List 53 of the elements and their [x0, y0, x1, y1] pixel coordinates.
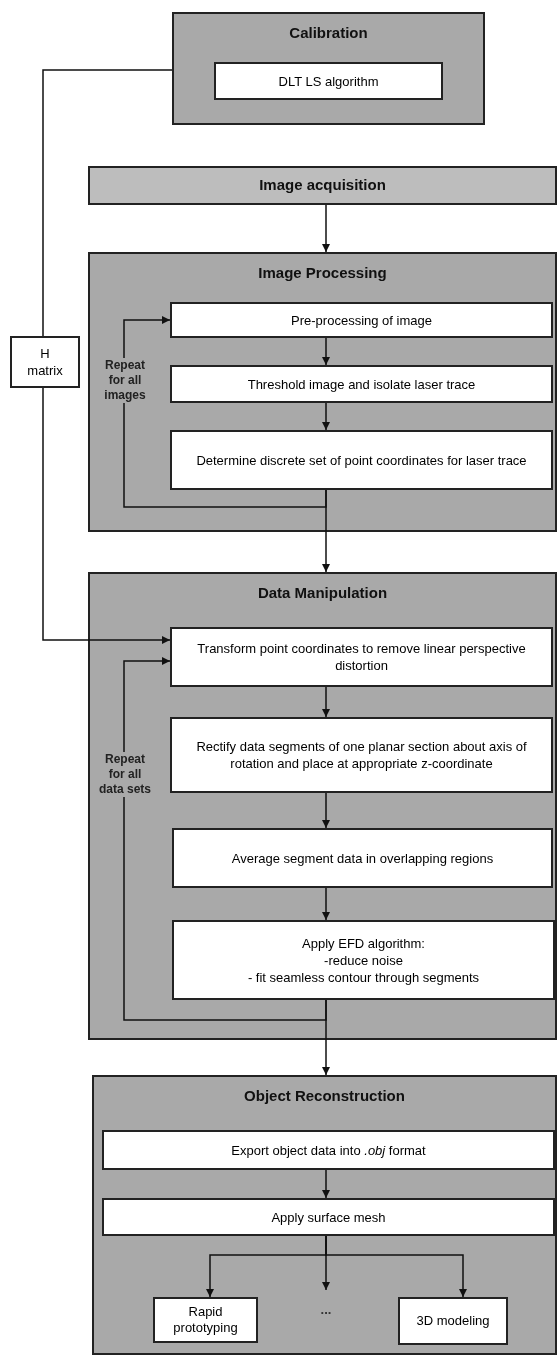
process-box: [172, 828, 553, 888]
step-text: Transform point coordinates to remove linear perspective distortion: [196, 640, 527, 674]
arrow: [322, 887, 330, 921]
arrow: [322, 337, 330, 366]
step-text: -reduce noise: [324, 951, 403, 969]
step-text: Export object data into .obj format: [231, 1141, 426, 1159]
arrow: [322, 999, 330, 1076]
stage-title: Calibration: [288, 23, 369, 43]
stage-title: Object Reconstruction: [243, 1086, 406, 1106]
stage-panel: [92, 1075, 557, 1355]
arrow: [322, 204, 330, 253]
output-box: [398, 1297, 508, 1345]
edge-label: Repeat for all data sets: [96, 752, 154, 797]
arrow: [123, 316, 327, 508]
stage-title: Image Processing: [257, 263, 388, 283]
step-text: DLT LS algorithm: [278, 72, 379, 90]
arrow: [42, 387, 171, 644]
step-text: Average segment data in overlapping regions: [231, 849, 494, 867]
process-box: [214, 62, 443, 100]
arrow: [325, 1235, 467, 1298]
arrow: [322, 489, 330, 573]
stage-band: [88, 166, 557, 205]
step-text: Rapid prototyping: [172, 1304, 239, 1336]
step-text: 3D modeling: [416, 1313, 490, 1329]
step-text: Threshold image and isolate laser trace: [247, 375, 476, 393]
step-text: Apply surface mesh: [271, 1208, 386, 1226]
step-text: H matrix: [26, 345, 64, 379]
stage-title: Data Manipulation: [256, 583, 389, 603]
process-box: [170, 627, 553, 687]
step-text: Determine discrete set of point coordinates for laser trace: [196, 451, 527, 469]
stage-panel: [88, 572, 557, 1040]
process-box: [170, 717, 553, 793]
process-box: [170, 365, 553, 403]
process-box: [170, 302, 553, 338]
arrow: [322, 686, 330, 718]
step-text: Rectify data segments of one planar section about axis of rotation and place at appropriate z-coordinate: [195, 738, 528, 772]
process-box: [102, 1130, 555, 1170]
stage-title: Image acquisition: [259, 175, 386, 196]
arrow: [322, 402, 330, 431]
step-text: Apply EFD algorithm:: [302, 934, 425, 952]
ellipsis-text: ...: [320, 1301, 332, 1320]
step-text: Pre-processing of image: [291, 311, 432, 329]
process-box: [172, 920, 555, 1000]
arrow: [322, 1169, 330, 1199]
step-text: - fit seamless contour through segments: [247, 968, 480, 986]
process-box: [102, 1198, 555, 1236]
stage-panel: [172, 12, 485, 125]
process-box: [10, 336, 80, 388]
arrow: [322, 792, 330, 829]
process-box: [170, 430, 553, 490]
output-box: [153, 1297, 258, 1343]
arrow: [123, 657, 327, 1021]
stage-panel: [88, 252, 557, 532]
